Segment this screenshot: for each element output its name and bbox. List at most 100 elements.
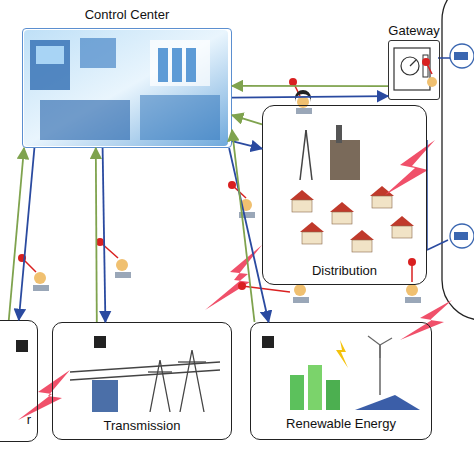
probe-dot: [408, 258, 416, 266]
wire: [427, 240, 448, 250]
probe-dot: [422, 58, 430, 66]
turbine-blade: [368, 336, 380, 345]
meter-body: [394, 48, 430, 90]
node-label: Renewable Energy: [251, 416, 431, 431]
probe-dot: [228, 181, 236, 189]
laptop: [296, 108, 312, 114]
server-rack: [172, 48, 182, 82]
hacker-icon: [427, 77, 437, 87]
lightning-icon: [336, 340, 348, 368]
probe-dot: [96, 238, 104, 246]
factory: [330, 140, 360, 180]
link-arrow: [232, 85, 388, 87]
hacker-icon: [240, 199, 252, 211]
house-walls: [292, 196, 412, 252]
link-arrow: [19, 148, 35, 320]
attack-probe: [250, 210, 251, 232]
chip-icon: [262, 336, 274, 348]
probe-dot: [18, 254, 26, 262]
pylons: [70, 350, 220, 412]
meter-dial: [401, 57, 419, 75]
hacker-hood: [295, 90, 311, 102]
distribution-box: Distribution: [262, 105, 427, 285]
laptop: [293, 297, 309, 303]
meter-icon: [454, 232, 468, 240]
server-rack: [158, 48, 168, 82]
power-line: [70, 362, 220, 372]
pylon: [306, 130, 312, 180]
meter-icon: [450, 44, 474, 68]
pylon: [300, 130, 306, 180]
meter-icon: [450, 224, 474, 248]
wall: [292, 200, 312, 212]
hacker-icon: [297, 96, 309, 108]
screen-panel: [150, 40, 210, 86]
link-arrow: [232, 141, 262, 149]
laptop: [405, 297, 421, 303]
control-room-picture: [24, 30, 228, 146]
chip-icon: [94, 336, 106, 348]
wall: [372, 196, 392, 208]
pylon-arm: [148, 371, 172, 372]
desk: [140, 95, 220, 140]
roof: [390, 216, 414, 226]
attack-bolts: [18, 140, 452, 420]
wind-turbine: [379, 345, 381, 395]
node-label: Gateway: [369, 23, 459, 38]
attack-probe: [289, 78, 312, 114]
attack-probe: [96, 238, 131, 278]
renewable-box: Renewable Energy: [250, 322, 432, 440]
meter-needle: [410, 60, 416, 66]
probe-dot: [289, 78, 297, 86]
attack-bolt: [18, 370, 70, 420]
link-arrow: [229, 148, 269, 322]
roof: [330, 202, 354, 212]
hacker-icon: [34, 272, 46, 284]
laptop: [239, 212, 255, 218]
laptop: [33, 285, 49, 291]
renewable-picture: [262, 336, 420, 410]
wall: [302, 232, 322, 244]
server-rack: [186, 48, 196, 82]
attack-bolt: [205, 245, 262, 310]
link-arrow: [9, 148, 24, 320]
green-building: [308, 365, 322, 410]
gateway-box: Gateway: [388, 40, 440, 100]
green-building: [290, 375, 304, 410]
turbine-blade: [380, 338, 392, 345]
node-label: Transmission: [53, 418, 231, 433]
pylon: [150, 360, 170, 412]
solar-panel: [355, 395, 420, 410]
hacker-icon: [116, 259, 128, 271]
chimney: [336, 125, 342, 143]
turbine-blade: [379, 345, 380, 358]
attackers: [18, 58, 437, 303]
meter-picture: [394, 48, 430, 90]
meter-icon: [454, 52, 468, 60]
consumer-band: [442, 0, 474, 320]
power-line: [70, 370, 220, 380]
wall: [352, 240, 372, 252]
hacker-icon: [406, 284, 418, 296]
control-center-box: Control Center: [22, 28, 232, 148]
link-arrow: [232, 115, 262, 124]
attack-probe: [238, 282, 309, 303]
laptop: [115, 272, 131, 278]
transformer: [92, 380, 118, 412]
node-label: r: [27, 412, 31, 427]
link-arrow: [96, 148, 97, 322]
smart-meter-band: [442, 0, 474, 320]
roof: [300, 222, 324, 232]
attack-probe: [18, 254, 49, 291]
generation-box: r: [0, 320, 38, 442]
screen-panel: [80, 38, 116, 68]
link-arrow: [103, 148, 106, 322]
wall: [392, 226, 412, 238]
hacker-icon: [294, 284, 306, 296]
chip-icon: [16, 340, 28, 352]
wall: [332, 212, 352, 224]
room-backdrop: [24, 30, 228, 146]
